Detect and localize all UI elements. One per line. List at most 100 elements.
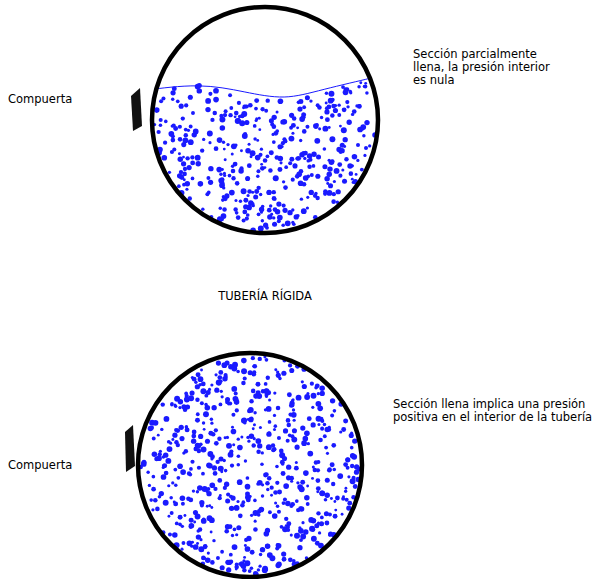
water-dot [170, 402, 174, 406]
water-dot [218, 178, 224, 184]
water-dot [173, 501, 178, 506]
water-dot [214, 388, 219, 393]
water-dot [216, 556, 220, 560]
water-dot [176, 100, 180, 104]
water-dot [280, 119, 285, 124]
water-dot [253, 499, 257, 503]
water-dot [191, 541, 194, 544]
water-dot [202, 517, 206, 521]
water-dot [188, 139, 194, 145]
water-dot [307, 416, 312, 421]
water-dot [206, 390, 211, 395]
water-dot [316, 511, 320, 515]
water-dot [245, 484, 251, 490]
water-dot [198, 527, 202, 531]
water-dot [286, 528, 290, 532]
water-dot [205, 439, 210, 444]
water-dot [260, 148, 263, 151]
water-dot [284, 165, 288, 169]
water-dot [334, 104, 337, 107]
water-dot [210, 418, 213, 421]
water-dot [184, 392, 188, 396]
water-dot [303, 470, 309, 476]
water-dot [225, 361, 230, 366]
water-dot [195, 418, 200, 423]
water-dot [301, 521, 304, 524]
water-dot [193, 544, 199, 550]
water-dot [311, 477, 314, 480]
water-dot [252, 427, 255, 430]
water-dot [300, 480, 305, 485]
water-dot [298, 99, 303, 104]
water-dot [243, 422, 246, 425]
water-dot [264, 531, 270, 537]
water-dot [210, 531, 213, 534]
water-dot [234, 505, 240, 511]
water-dot [333, 409, 337, 413]
water-dot [294, 533, 300, 539]
water-dot [266, 376, 270, 380]
water-dot [159, 99, 163, 103]
water-dot [265, 395, 268, 398]
water-dot [217, 478, 222, 483]
water-dot [279, 161, 282, 164]
water-dot [252, 204, 255, 207]
water-dot [363, 154, 366, 157]
water-dot [248, 417, 253, 422]
water-dot [160, 428, 163, 431]
water-dot [233, 207, 237, 211]
water-dot [232, 544, 238, 550]
water-dot [313, 194, 317, 198]
water-dot [196, 490, 199, 493]
water-dot [320, 391, 325, 396]
water-dot [180, 176, 184, 180]
water-dot [203, 545, 208, 550]
water-dot [237, 479, 243, 485]
water-dot [270, 213, 273, 216]
water-dot [297, 484, 303, 490]
water-dot [325, 92, 329, 96]
water-dot [254, 520, 257, 523]
water-dot [272, 513, 278, 519]
water-dot [228, 93, 232, 97]
water-dot [231, 496, 236, 501]
water-dot [357, 85, 360, 88]
water-dot [164, 471, 169, 476]
water-dot [277, 215, 283, 221]
water-dot [207, 515, 213, 521]
water-dot [324, 446, 328, 450]
water-dot [288, 161, 292, 165]
water-dot [270, 486, 274, 490]
water-dot [165, 458, 171, 464]
water-dot [180, 496, 186, 502]
water-dot [234, 143, 237, 146]
water-dot [223, 486, 227, 490]
water-dot [268, 399, 271, 402]
water-dot [157, 434, 160, 437]
title-label: TUBERÍA RÍGIDA [165, 290, 365, 303]
water-dot [161, 155, 167, 161]
water-dot [163, 140, 167, 144]
water-dot [178, 406, 181, 409]
water-dot [324, 498, 328, 502]
water-dot [205, 557, 211, 563]
water-dot [168, 131, 174, 137]
water-dot [236, 215, 241, 220]
water-dot [346, 466, 350, 470]
water-dot [288, 557, 293, 562]
water-dot [247, 189, 252, 194]
water-dot [325, 521, 330, 526]
water-dot [352, 438, 357, 443]
water-dot [156, 455, 162, 461]
water-dot [363, 85, 367, 89]
water-dot [277, 167, 282, 172]
water-dot [264, 382, 268, 386]
gate-label: Compuerta [8, 93, 118, 106]
water-dot [268, 510, 272, 514]
water-dot [364, 120, 369, 125]
water-dot [203, 544, 207, 548]
water-dot [345, 457, 350, 462]
water-dot [157, 130, 161, 134]
water-dot [249, 416, 253, 420]
water-dot [355, 173, 358, 176]
